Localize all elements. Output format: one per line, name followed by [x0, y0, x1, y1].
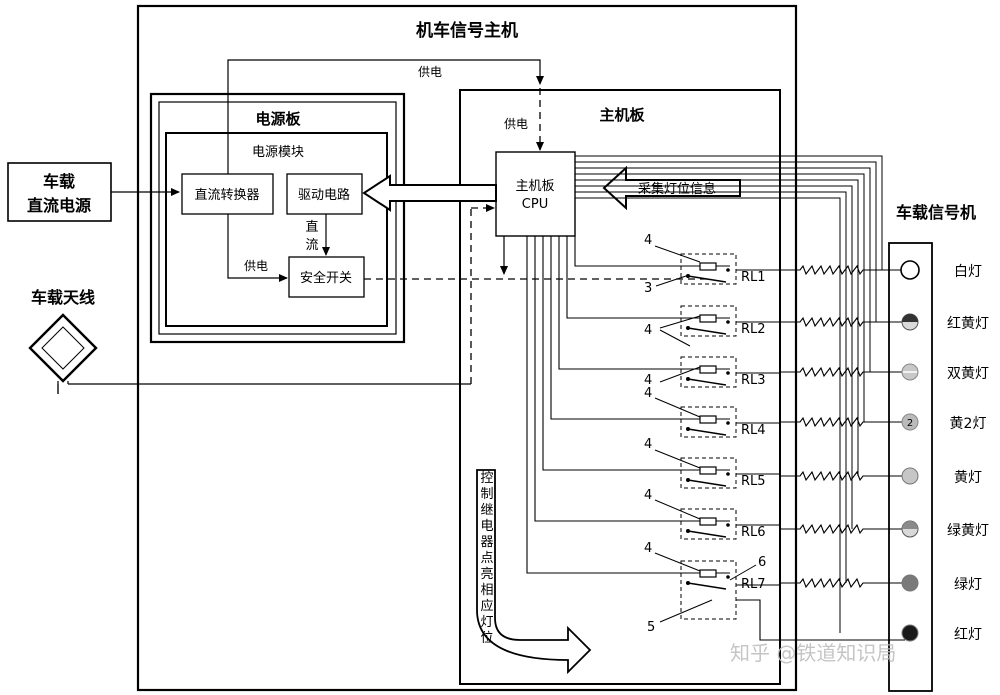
power-board-title: 电源板 — [255, 110, 301, 128]
drive-circuit-label: 驱动电路 — [298, 187, 350, 203]
cpu-to-drive-arrow — [362, 174, 497, 212]
lamp-label-6: 绿黄灯 — [947, 522, 989, 539]
sense-wire-5 — [575, 179, 859, 476]
relay-label-1: RL1 — [741, 270, 766, 285]
lamp-feed-wire-6 — [736, 523, 905, 535]
relay-num-6-rl7: 6 — [758, 555, 766, 570]
cpu-label-2: CPU — [522, 197, 548, 212]
cpu-drive-wire-7 — [526, 236, 687, 574]
sense-wire-6 — [575, 185, 853, 529]
host-title: 机车信号主机 — [416, 20, 518, 41]
lamp-feed-wire-7 — [736, 577, 905, 589]
relay-2: RL2 — [566, 236, 905, 337]
signal-unit-title: 车载信号机 — [896, 203, 976, 222]
relay-label-6: RL6 — [741, 525, 766, 540]
supply-label-left: 供电 — [244, 259, 268, 273]
main-board-box — [459, 89, 781, 685]
relay-num-4-rl1: 4 — [644, 233, 652, 248]
relay-num-4-rl7: 4 — [644, 541, 652, 556]
lamp-5: 黄灯 — [901, 467, 982, 486]
relay-1: RL1 — [574, 236, 905, 285]
collect-info-label: 采集灯位信息 — [638, 181, 716, 197]
watermark: 知乎 @铁道知识局 — [730, 641, 896, 665]
lamp-feed-wire-2 — [736, 316, 905, 328]
lamp-label-5: 黄灯 — [954, 469, 982, 486]
relay-3: RL3 — [558, 236, 905, 388]
sense-wire-7 — [575, 191, 847, 583]
safety-switch-label: 安全开关 — [300, 270, 352, 286]
lamp-label-1: 白灯 — [954, 264, 982, 280]
dc-label-2: 流 — [305, 238, 318, 253]
lamp-label-2: 红黄灯 — [947, 315, 989, 332]
cpu-label-1: 主机板 — [515, 179, 554, 194]
cpu-box — [495, 151, 576, 237]
dc-source-line2: 直流电源 — [27, 196, 91, 215]
supply-label-top: 供电 — [418, 65, 442, 79]
lamp-3: 双黄灯 — [901, 363, 989, 382]
lamp-feed-wire-4 — [736, 416, 905, 428]
relay-label-4: RL4 — [741, 423, 766, 438]
lamp-8: 红灯 — [901, 624, 982, 643]
power-board — [149, 92, 406, 344]
sense-wire-3 — [575, 167, 871, 372]
dc-source-line1: 车载 — [43, 172, 75, 191]
dc-converter-label: 直流转换器 — [194, 188, 259, 203]
relay-num-3-rl1: 3 — [644, 281, 652, 296]
control-arrow — [476, 469, 592, 675]
lamp-label-3: 双黄灯 — [947, 365, 989, 382]
relay-7: RL7 — [526, 236, 905, 620]
lamp-2: 红黄灯 — [901, 313, 989, 332]
lamp-4: 2 黄2灯 — [901, 413, 987, 432]
control-relay-label: 控制继电器点亮相应灯位 — [480, 471, 493, 646]
relay-num-5-rl7: 5 — [647, 620, 655, 635]
lamp-label-4: 黄2灯 — [950, 415, 987, 432]
host-box — [136, 4, 798, 692]
cpu-drive-wire-4 — [550, 236, 687, 420]
lamp-1: 白灯 — [900, 260, 982, 280]
cpu-drive-wire-2 — [566, 236, 687, 319]
lamp-feed-wire-8 — [736, 599, 905, 641]
relay-6: RL6 — [534, 236, 905, 540]
cpu-drive-wire-5 — [542, 236, 687, 471]
cpu-drive-wire-1 — [574, 236, 687, 267]
relay-num-4-rl2: 4 — [644, 323, 652, 338]
signal-unit-bar — [888, 242, 933, 692]
lamp-feed-wire-1 — [736, 264, 905, 276]
drive-circuit-box — [286, 173, 363, 215]
relay-label-5: RL5 — [741, 474, 766, 489]
supply-label-main: 供电 — [504, 117, 528, 131]
relay-4: RL4 — [550, 236, 905, 438]
antenna-label: 车载天线 — [31, 288, 95, 307]
relay-label-2: RL2 — [741, 322, 766, 337]
dc-label-1: 直 — [305, 220, 318, 235]
sense-wire-8 — [575, 197, 841, 633]
antenna-icon — [28, 313, 98, 394]
cpu-drive-wire-3 — [558, 236, 687, 370]
sense-wire-2 — [575, 161, 877, 322]
lamp-7: 绿灯 — [901, 574, 982, 593]
relay-num-4-rl3: 4 — [644, 373, 652, 388]
sense-wire-4 — [575, 173, 865, 422]
sense-wire-1 — [575, 155, 883, 270]
lamp-feed-wire-5 — [736, 470, 905, 482]
relay-5: RL5 — [542, 236, 905, 489]
relay-num-4-rl5: 4 — [644, 437, 652, 452]
lamp-feed-wire-3 — [736, 366, 905, 378]
lamp-6: 绿黄灯 — [901, 520, 989, 539]
lamp-label-8: 红灯 — [954, 627, 982, 643]
relay-num-4-rl4: 4 — [644, 386, 652, 401]
main-board-title: 主机板 — [599, 106, 645, 124]
power-module-title: 电源模块 — [252, 145, 304, 160]
cpu-drive-wire-6 — [534, 236, 687, 522]
lamp-badge: 2 — [907, 418, 913, 429]
lamp-label-7: 绿灯 — [954, 577, 982, 593]
relay-num-4-rl6: 4 — [644, 488, 652, 503]
relay-label-3: RL3 — [741, 373, 766, 388]
safety-switch-box — [288, 256, 365, 298]
